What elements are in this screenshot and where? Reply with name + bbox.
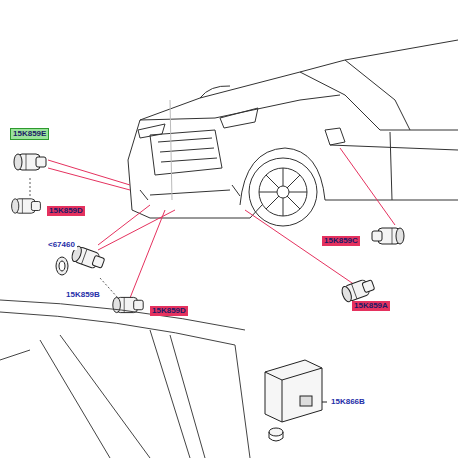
leader-lines	[48, 148, 395, 298]
part-number: 15K859B	[64, 290, 102, 300]
dash-lines	[30, 178, 118, 298]
parking-sensors	[12, 154, 404, 313]
car-drawing	[128, 40, 458, 226]
control-module	[265, 360, 327, 441]
part-number: <67460	[46, 240, 77, 250]
part-number: 15K859D	[47, 206, 85, 216]
part-number: 15K859D	[150, 306, 188, 316]
part-number: 15K859C	[322, 236, 360, 246]
part-number: 15K859E	[10, 128, 49, 140]
part-number: 15K859A	[352, 301, 390, 311]
part-number: 15K866B	[329, 397, 367, 407]
lower-car-drawing	[0, 300, 250, 458]
